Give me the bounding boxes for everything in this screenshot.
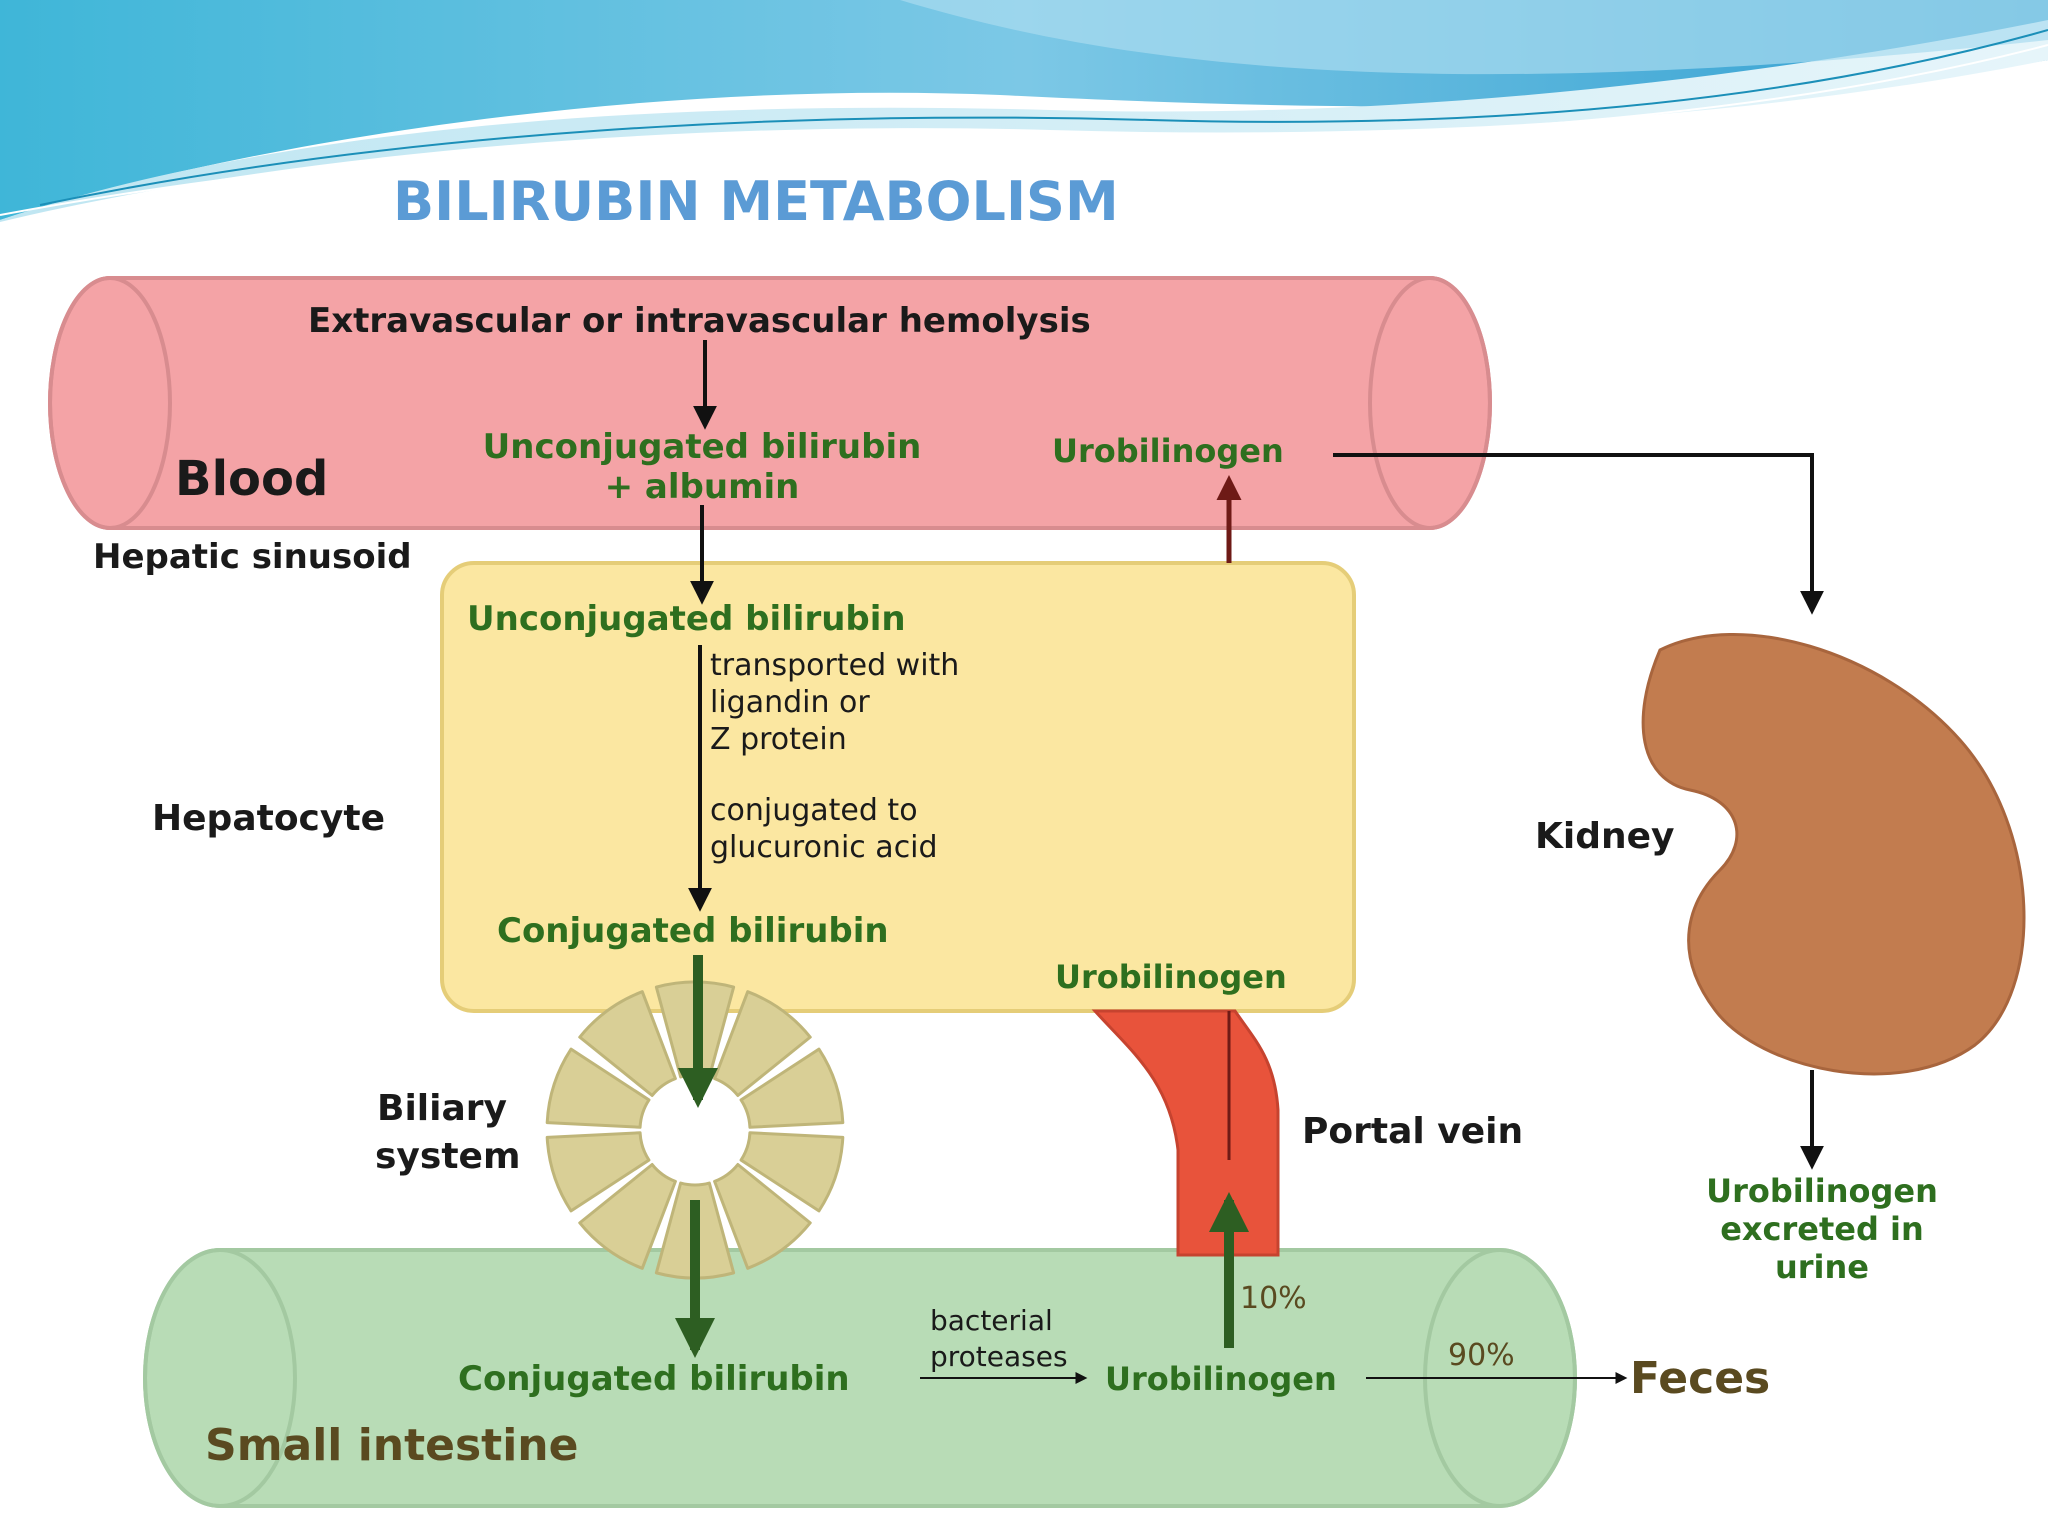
- header-wave-decoration: [0, 0, 2048, 222]
- biliary-cell: [578, 990, 677, 1097]
- page-title: BILIRUBIN METABOLISM: [393, 170, 1119, 233]
- conjugation-text-1: conjugated to: [710, 793, 918, 828]
- urine-excretion-label-3: urine: [1775, 1248, 1869, 1286]
- hepatocyte-urobilinogen-label: Urobilinogen: [1055, 958, 1287, 996]
- hemolysis-label: Extravascular or intravascular hemolysis: [308, 301, 1091, 341]
- hepatocyte-conjugated-label: Conjugated bilirubin: [497, 911, 889, 951]
- biliary-label-1: Biliary: [377, 1088, 507, 1129]
- biliary-cell: [739, 1047, 845, 1129]
- biliary-cell: [739, 1131, 845, 1213]
- portal-vein-label: Portal vein: [1302, 1111, 1523, 1152]
- biliary-label-2: system: [375, 1136, 520, 1177]
- urine-excretion-label-1: Urobilinogen: [1706, 1172, 1938, 1210]
- conjugation-text-2: glucuronic acid: [710, 830, 938, 865]
- portal-percentage: 10%: [1240, 1281, 1307, 1316]
- flow-arrows-black: [688, 340, 1824, 1384]
- blood-urobilinogen-label: Urobilinogen: [1052, 432, 1284, 470]
- bacterial-label-2: proteases: [930, 1340, 1068, 1373]
- hepatic-sinusoid-label: Hepatic sinusoid: [93, 537, 412, 577]
- hepatocyte-box: [440, 561, 1356, 1013]
- hepatocyte-unconjugated-label: Unconjugated bilirubin: [467, 599, 906, 639]
- feces-label: Feces: [1630, 1353, 1770, 1404]
- blood-label: Blood: [175, 451, 328, 507]
- blood-unconjugated-label: Unconjugated bilirubin: [483, 427, 922, 467]
- blood-albumin-label: + albumin: [605, 467, 800, 507]
- feces-percentage: 90%: [1448, 1338, 1515, 1373]
- blood-vessel: [48, 276, 1492, 530]
- flow-arrows-green: [675, 955, 1249, 1358]
- bacterial-label-1: bacterial: [930, 1304, 1053, 1337]
- transport-text-1: transported with: [710, 648, 959, 683]
- small-intestine-label: Small intestine: [205, 1420, 578, 1471]
- intestine-urobilinogen-label: Urobilinogen: [1105, 1360, 1337, 1398]
- biliary-cell: [545, 1131, 651, 1213]
- portal-vein-vessel: [1091, 1009, 1280, 1257]
- biliary-cell: [578, 1163, 677, 1270]
- urine-excretion-label-2: excreted in: [1720, 1210, 1924, 1248]
- transport-text-2: ligandin or: [710, 685, 870, 720]
- intestine-conjugated-label: Conjugated bilirubin: [458, 1359, 850, 1399]
- transport-text-3: Z protein: [710, 722, 847, 757]
- hepatocyte-label: Hepatocyte: [152, 798, 385, 839]
- biliary-cell: [713, 990, 812, 1097]
- biliary-cell: [713, 1163, 812, 1270]
- kidney-shape: [1641, 632, 2026, 1076]
- biliary-cell: [545, 1047, 651, 1129]
- kidney-label: Kidney: [1535, 816, 1675, 857]
